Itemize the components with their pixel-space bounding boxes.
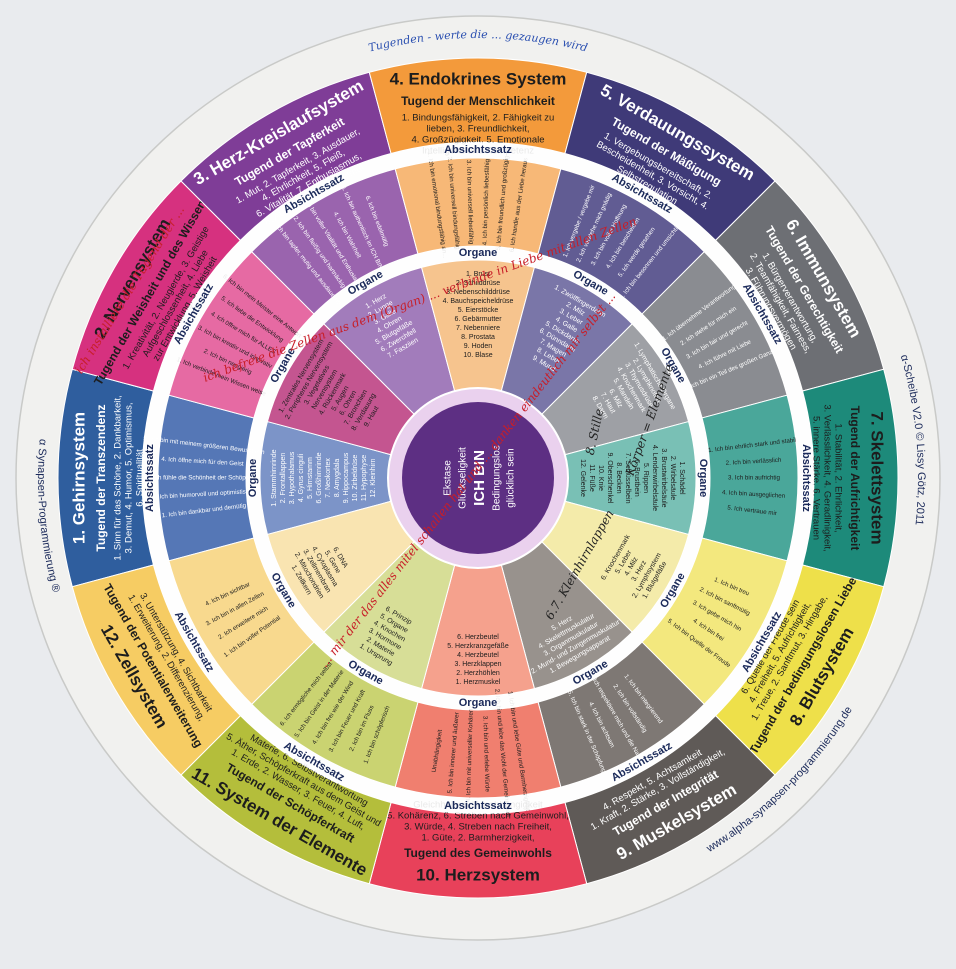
organ-line: 7. Schlüsselbein <box>624 453 631 504</box>
organ-line: 6. Herzbeutel <box>457 634 499 641</box>
organ-line: 9. Hippocampus <box>343 452 350 503</box>
organ-line: 5. Eierstöcke <box>458 307 499 314</box>
center-disc <box>402 402 554 554</box>
organ-line: 8. Becken <box>615 462 622 493</box>
virtue-list-line: 3. Würde, 4. Streben nach Freiheit, <box>404 822 552 833</box>
organ-line: 6. Gebärmutter <box>454 316 502 323</box>
intent-band <box>394 701 562 799</box>
system-virtue: Tugend der Menschlichkeit <box>401 94 555 108</box>
virtue-list-line: 1. Güte, 2. Barmherzigkeit, <box>422 833 535 844</box>
organ-line: 5. Herzkranzgefäße <box>447 643 509 650</box>
virtue-list-line: 4. Großzügigkeit, 5. Emotionale <box>411 135 544 146</box>
organ-line: 1. Brust <box>466 271 490 278</box>
organ-line: 7. Nebenniere <box>456 325 500 332</box>
organ-line: 5. Rippen <box>642 463 649 493</box>
organ-line: 2. Schilddrüse <box>456 280 500 287</box>
intent-line: 3. Ich bin universell liebesfähig <box>465 160 475 245</box>
system-title: 4. Endokrines System <box>390 69 567 88</box>
organ-line: 3. Herzklappen <box>454 661 501 668</box>
organs-label: Organe <box>459 697 498 709</box>
organ-line: 2. Herzhöhlen <box>456 670 500 677</box>
center-line4: glücklich sein <box>506 448 517 507</box>
organ-line: 4. Lendenwirbelsäule <box>651 445 658 511</box>
center-line2: Glückseligkeit <box>458 447 469 509</box>
organ-line: 3. Brustwirbelsäule <box>660 448 667 507</box>
organ-line: 9. Hoden <box>464 343 493 350</box>
organ-line: 10. Knie <box>597 465 604 491</box>
organ-line: 11. Hypophyse <box>361 455 368 501</box>
organ-line: 1. Herzmuskel <box>456 679 501 686</box>
organ-line: 3. Hypothalamus <box>289 451 296 504</box>
intent-line: 4. Ich bin persönlich liebesfähig <box>482 158 492 245</box>
virtue-list-line: 3. Verlässlichkeit, 4. Geradlinigkeit, <box>821 404 832 551</box>
organ-line: 6. Brustbein <box>633 459 640 496</box>
intent-line: 2. Ich bin verlässlich <box>726 457 783 467</box>
organ-line: 9. Oberschenkel <box>606 453 613 504</box>
organ-line: 8. Amygdala <box>334 459 341 498</box>
organ-line: 10. Blase <box>463 352 492 359</box>
center-line3: Bedingungslos <box>492 445 503 511</box>
sector-10: 10. Herzsystem Tugend des Gemeinwohls 1. G… <box>368 564 588 899</box>
virtue-list-line: lieben, 3. Freundlichkeit, <box>427 124 530 135</box>
organs-label: Organe <box>247 459 259 498</box>
virtue-list-line: 1. Sinn für das Schöne, 2. Dankbarkeit, <box>113 395 124 560</box>
intent-label: Absichtssatz <box>800 444 812 512</box>
organ-line: 8. Prostata <box>461 334 495 341</box>
virtue-list-line: 1. Stabilität, 2. Ehrlichkeit, <box>832 423 843 532</box>
organs-label: Organe <box>697 459 709 498</box>
intent-line: 3. Ich bin und erlebe Würde <box>481 716 490 793</box>
system-virtue: Tugend des Gemeinwohls <box>404 846 552 860</box>
intent-line: 4. Ich bin mit universeller Kohärenz <box>465 705 475 802</box>
organ-line: 1. Schädel <box>678 461 685 495</box>
organ-line: 7. Neokortex <box>325 458 332 498</box>
organ-line: 4. Herzbeutel <box>457 652 499 659</box>
organ-line: 10. Zirbeldrüse <box>352 455 359 502</box>
organ-line: 1. Stammhirnrinde <box>271 449 278 506</box>
organ-line: 12. Gelenke <box>579 459 586 497</box>
virtue-list-line: 5. innere Stärke, 6. Vertrauen <box>810 416 821 540</box>
intent-line: 3. Ich bin aufrichtig <box>728 475 780 482</box>
organ-line: 2. Wirbelsäule <box>669 456 676 500</box>
organ-line: 4. Gyrus cinguli <box>298 453 305 502</box>
virtue-list-line: 6. Spiritualität <box>135 449 146 507</box>
system-title: 1. Gehirnsystem <box>69 412 88 544</box>
center-line1: Ekstase <box>443 460 454 496</box>
organ-line: 3. Nebenschilddrüse <box>446 289 510 296</box>
organ-line: 12. Kleinhirn <box>370 458 377 497</box>
organ-line: 4. Bauchspeicheldrüse <box>443 298 514 305</box>
virtue-list-line: 3. Demut, 4. Humor, 5. Optimismus, <box>124 403 135 554</box>
intent-label: Absichtssatz <box>444 800 512 812</box>
organs-label: Organe <box>459 247 498 259</box>
system-virtue: Tugend der Transzendenz <box>94 404 108 551</box>
system-title: 7. Skelettsystem <box>868 411 887 544</box>
virtue-list-line: 5. Kohärenz, 6. Streben nach Gemeinwohl, <box>387 811 569 822</box>
virtue-list-line: 1. Bindungsfähigkeit, 2. Fähigkeit zu <box>402 113 555 124</box>
organ-line: 11. Füße <box>588 464 595 492</box>
intent-line: 4. Ich bin ausgeglichen <box>722 489 786 500</box>
organ-line: 2. Frontallappen <box>280 453 287 504</box>
organ-line: 6. Großhirnrinde <box>316 452 323 503</box>
intent-label: Absichtssatz <box>444 144 512 156</box>
system-virtue: Tugend der Aufrichtigkeit <box>848 406 862 551</box>
intent-line: 4. Ich öffne mich für den Geist <box>161 456 244 468</box>
intent-line: 3. Ich fühle die Schönheit der Schöpfung <box>146 475 258 482</box>
intent-band <box>394 157 562 255</box>
center-main: ICH BIN <box>471 450 488 506</box>
intent-label: Absichtssatz <box>144 444 156 512</box>
system-title: 10. Herzsystem <box>416 865 540 884</box>
organ-line: 5. Hirnstamm <box>307 457 314 499</box>
